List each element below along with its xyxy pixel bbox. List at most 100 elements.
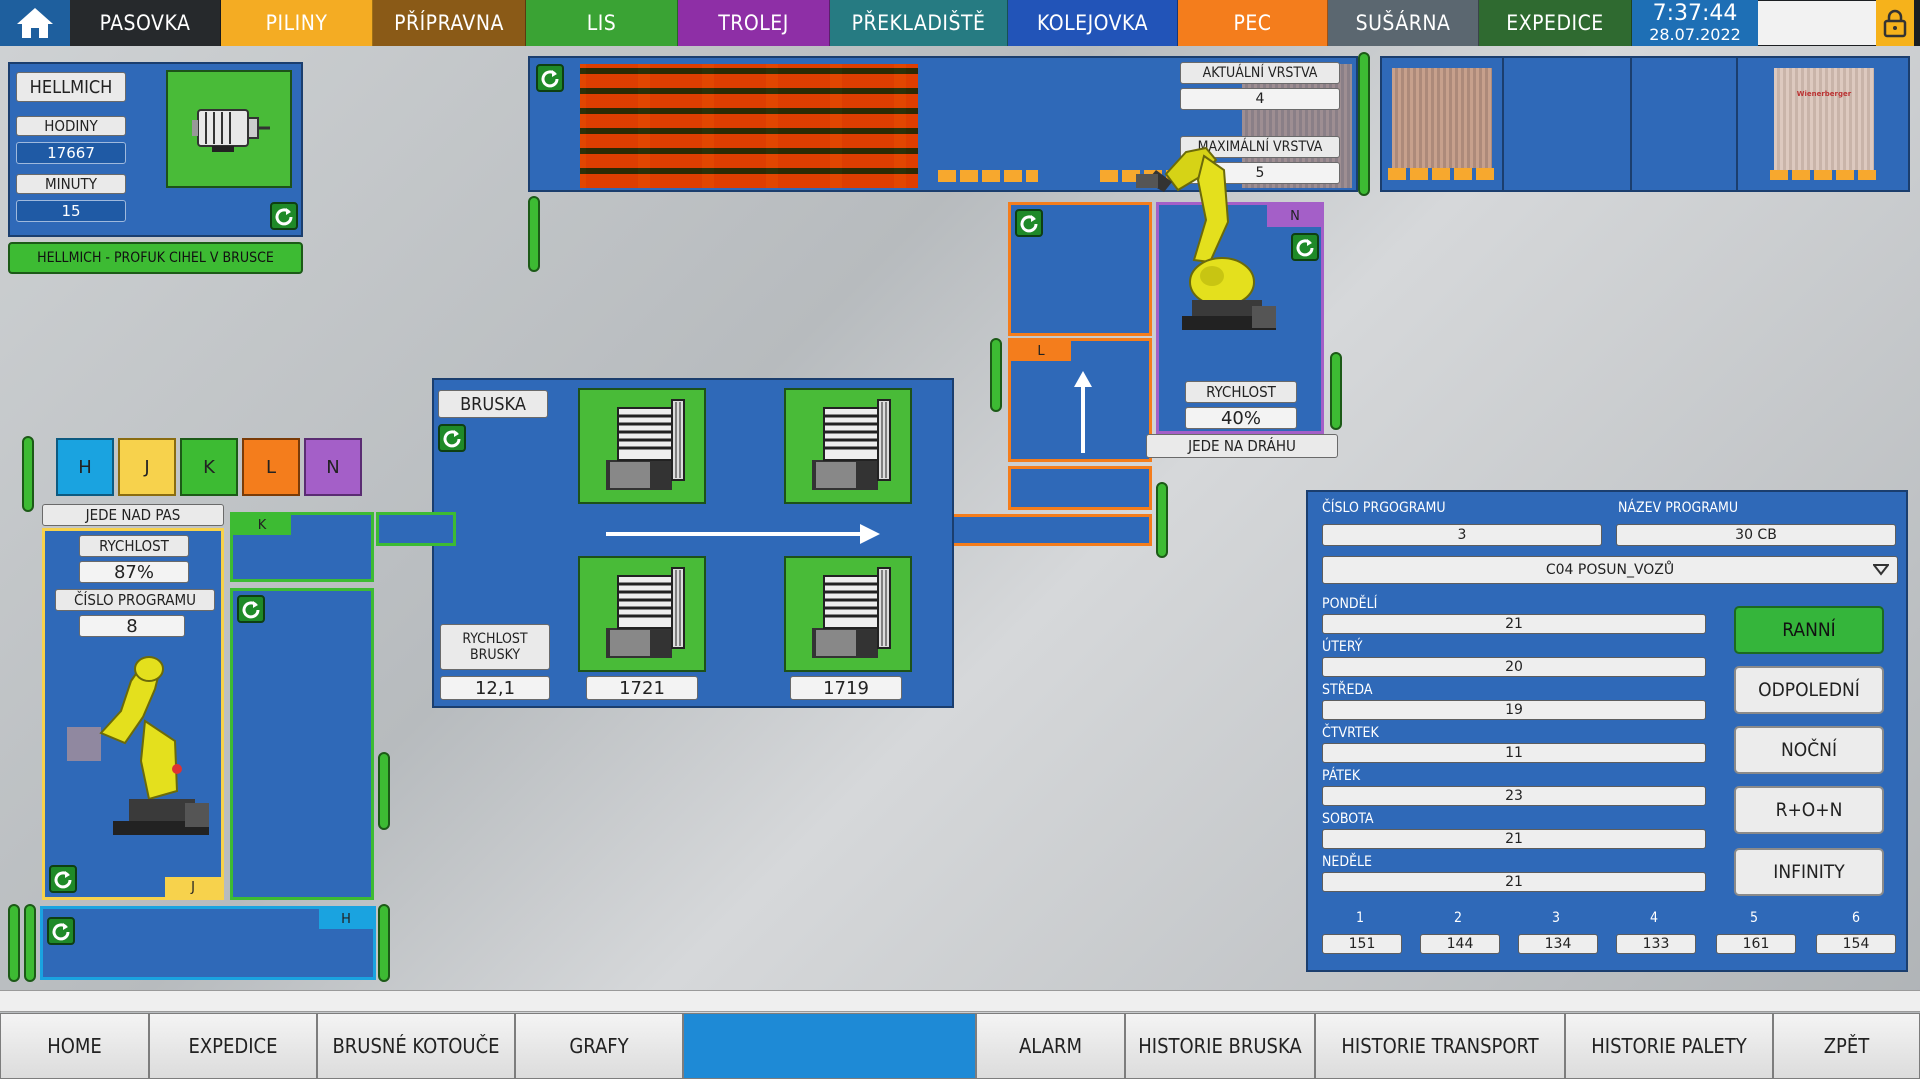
slot-divider xyxy=(1736,58,1738,190)
robot-left-refresh-button[interactable] xyxy=(49,865,77,893)
refresh-icon xyxy=(52,923,70,941)
tab-prekladiste[interactable]: PŘEKLADIŠTĚ xyxy=(830,0,1008,46)
tab-pasovka[interactable]: PASOVKA xyxy=(70,0,221,46)
pallet-slots: Wienerberger xyxy=(1380,56,1910,192)
day-field-monday[interactable]: 21 xyxy=(1322,614,1706,634)
stacker-sensor-bar xyxy=(1358,52,1370,196)
column-field-4[interactable]: 133 xyxy=(1616,934,1696,954)
history-pallets-nav-button[interactable]: HISTORIE PALETY xyxy=(1565,1013,1773,1079)
robot-left-status: JEDE NAD PAS xyxy=(42,504,224,526)
grinder-motor-4[interactable] xyxy=(784,556,912,672)
hellmich-status: HELLMICH - PROFUK CIHEL V BRUSCE xyxy=(8,242,303,274)
top-navigation: PASOVKA PILINY PŘÍPRAVNA LIS TROLEJ PŘEK… xyxy=(0,0,1920,46)
conveyor-k-extension xyxy=(376,512,456,546)
tab-kolejovka[interactable]: KOLEJOVKA xyxy=(1008,0,1178,46)
hellmich-refresh-button[interactable] xyxy=(270,202,298,230)
tab-susarna[interactable]: SUŠÁRNA xyxy=(1328,0,1479,46)
back-nav-button[interactable]: ZPĚT xyxy=(1773,1013,1920,1079)
history-grinder-nav-button[interactable]: HISTORIE BRUSKA xyxy=(1125,1013,1315,1079)
day-label-saturday: SOBOTA xyxy=(1322,811,1374,827)
column-label-4: 4 xyxy=(1650,910,1659,926)
conveyor-h-refresh-button[interactable] xyxy=(47,917,75,945)
robot-n-refresh-button[interactable] xyxy=(1291,233,1319,261)
tab-piliny[interactable]: PILINY xyxy=(221,0,373,46)
blower-tile[interactable] xyxy=(166,70,292,188)
conveyor-sensor-bar xyxy=(378,752,390,830)
selector-n[interactable]: N xyxy=(304,438,362,496)
charts-nav-button[interactable]: GRAFY xyxy=(515,1013,683,1079)
robot-n-tag: N xyxy=(1267,205,1323,227)
alarm-nav-button[interactable]: ALARM xyxy=(976,1013,1125,1079)
grinder-motor-1[interactable] xyxy=(578,388,706,504)
grinding-wheels-nav-button[interactable]: BRUSNÉ KOTOUČE xyxy=(317,1013,515,1079)
user-field[interactable] xyxy=(1758,1,1876,45)
expedice-nav-button[interactable]: EXPEDICE xyxy=(149,1013,317,1079)
nav-spacer xyxy=(683,1013,976,1079)
shift-night-button[interactable]: NOČNÍ xyxy=(1734,726,1884,774)
home-icon xyxy=(17,8,53,38)
tab-trolej[interactable]: TROLEJ xyxy=(678,0,830,46)
column-field-1[interactable]: 151 xyxy=(1322,934,1402,954)
tab-pripravna[interactable]: PŘÍPRAVNA xyxy=(373,0,526,46)
column-field-6[interactable]: 154 xyxy=(1816,934,1896,954)
arrow-right-icon xyxy=(606,524,880,544)
column-label-3: 3 xyxy=(1552,910,1561,926)
bottom-navigation: HOME EXPEDICE BRUSNÉ KOTOUČE GRAFY ALARM… xyxy=(0,1013,1920,1079)
shift-afternoon-button[interactable]: ODPOLEDNÍ xyxy=(1734,666,1884,714)
selector-j[interactable]: J xyxy=(118,438,176,496)
grinder-motor-2[interactable] xyxy=(784,388,912,504)
max-layer-label: MAXIMÁLNÍ VRSTVA xyxy=(1180,136,1340,158)
program-select[interactable]: C04 POSUN_VOZŮ xyxy=(1322,556,1898,584)
column-field-5[interactable]: 161 xyxy=(1716,934,1796,954)
column-field-2[interactable]: 144 xyxy=(1420,934,1500,954)
history-transport-nav-button[interactable]: HISTORIE TRANSPORT xyxy=(1315,1013,1565,1079)
clock-date: 28.07.2022 xyxy=(1649,25,1741,44)
conveyor-h: H xyxy=(40,906,376,980)
station-lower xyxy=(1008,466,1152,510)
pallet-row xyxy=(938,170,1038,182)
day-field-sunday[interactable]: 21 xyxy=(1322,872,1706,892)
shift-morning-button[interactable]: RANNÍ xyxy=(1734,606,1884,654)
tab-lis[interactable]: LIS xyxy=(526,0,678,46)
hours-label: HODINY xyxy=(16,116,126,136)
bruska-refresh-button[interactable] xyxy=(438,424,466,452)
tab-pec[interactable]: PEC xyxy=(1178,0,1328,46)
slot-divider xyxy=(1502,58,1504,190)
day-field-thursday[interactable]: 11 xyxy=(1322,743,1706,763)
home-button[interactable] xyxy=(0,0,70,46)
grinder-motor-3[interactable] xyxy=(578,556,706,672)
day-field-saturday[interactable]: 21 xyxy=(1322,829,1706,849)
conveyor-h-sensor-bar xyxy=(8,904,20,982)
robot-left-cell: RYCHLOST 87% ČÍSLO PROGRAMU 8 J xyxy=(42,528,224,900)
station-l-tag: L xyxy=(1011,341,1071,361)
day-label-thursday: ČTVRTEK xyxy=(1322,725,1379,741)
day-field-wednesday[interactable]: 19 xyxy=(1322,700,1706,720)
day-field-tuesday[interactable]: 20 xyxy=(1322,657,1706,677)
tab-expedice[interactable]: EXPEDICE xyxy=(1479,0,1632,46)
robot-n-sensor-bar xyxy=(1330,352,1342,430)
selector-k[interactable]: K xyxy=(180,438,238,496)
column-field-3[interactable]: 134 xyxy=(1518,934,1598,954)
lock-button[interactable] xyxy=(1876,0,1914,46)
shift-infinity-button[interactable]: INFINITY xyxy=(1734,848,1884,896)
station-sensor-bar xyxy=(1156,482,1168,558)
shift-all-button[interactable]: R+O+N xyxy=(1734,786,1884,834)
program-number-field[interactable]: 3 xyxy=(1322,524,1602,546)
stacker-panel: AKTUÁLNÍ VRSTVA 4 MAXIMÁLNÍ VRSTVA 5 xyxy=(528,56,1358,192)
conveyor-refresh-button[interactable] xyxy=(237,595,265,623)
station-upper-refresh-button[interactable] xyxy=(1015,209,1043,237)
station-upper xyxy=(1008,202,1152,336)
day-label-wednesday: STŘEDA xyxy=(1322,682,1373,698)
day-field-friday[interactable]: 23 xyxy=(1322,786,1706,806)
robot-n-speed-value: 40% xyxy=(1185,407,1297,429)
program-name-field[interactable]: 30 CB xyxy=(1616,524,1896,546)
home-nav-button[interactable]: HOME xyxy=(0,1013,149,1079)
refresh-icon xyxy=(1296,239,1314,257)
transfer-track xyxy=(944,514,1152,546)
robot-left-tag: J xyxy=(165,877,221,897)
selector-h[interactable]: H xyxy=(56,438,114,496)
robot-n-status: JEDE NA DRÁHU xyxy=(1146,434,1338,458)
stacker-refresh-button[interactable] xyxy=(536,64,564,92)
day-label-monday: PONDĚLÍ xyxy=(1322,596,1378,612)
selector-l[interactable]: L xyxy=(242,438,300,496)
